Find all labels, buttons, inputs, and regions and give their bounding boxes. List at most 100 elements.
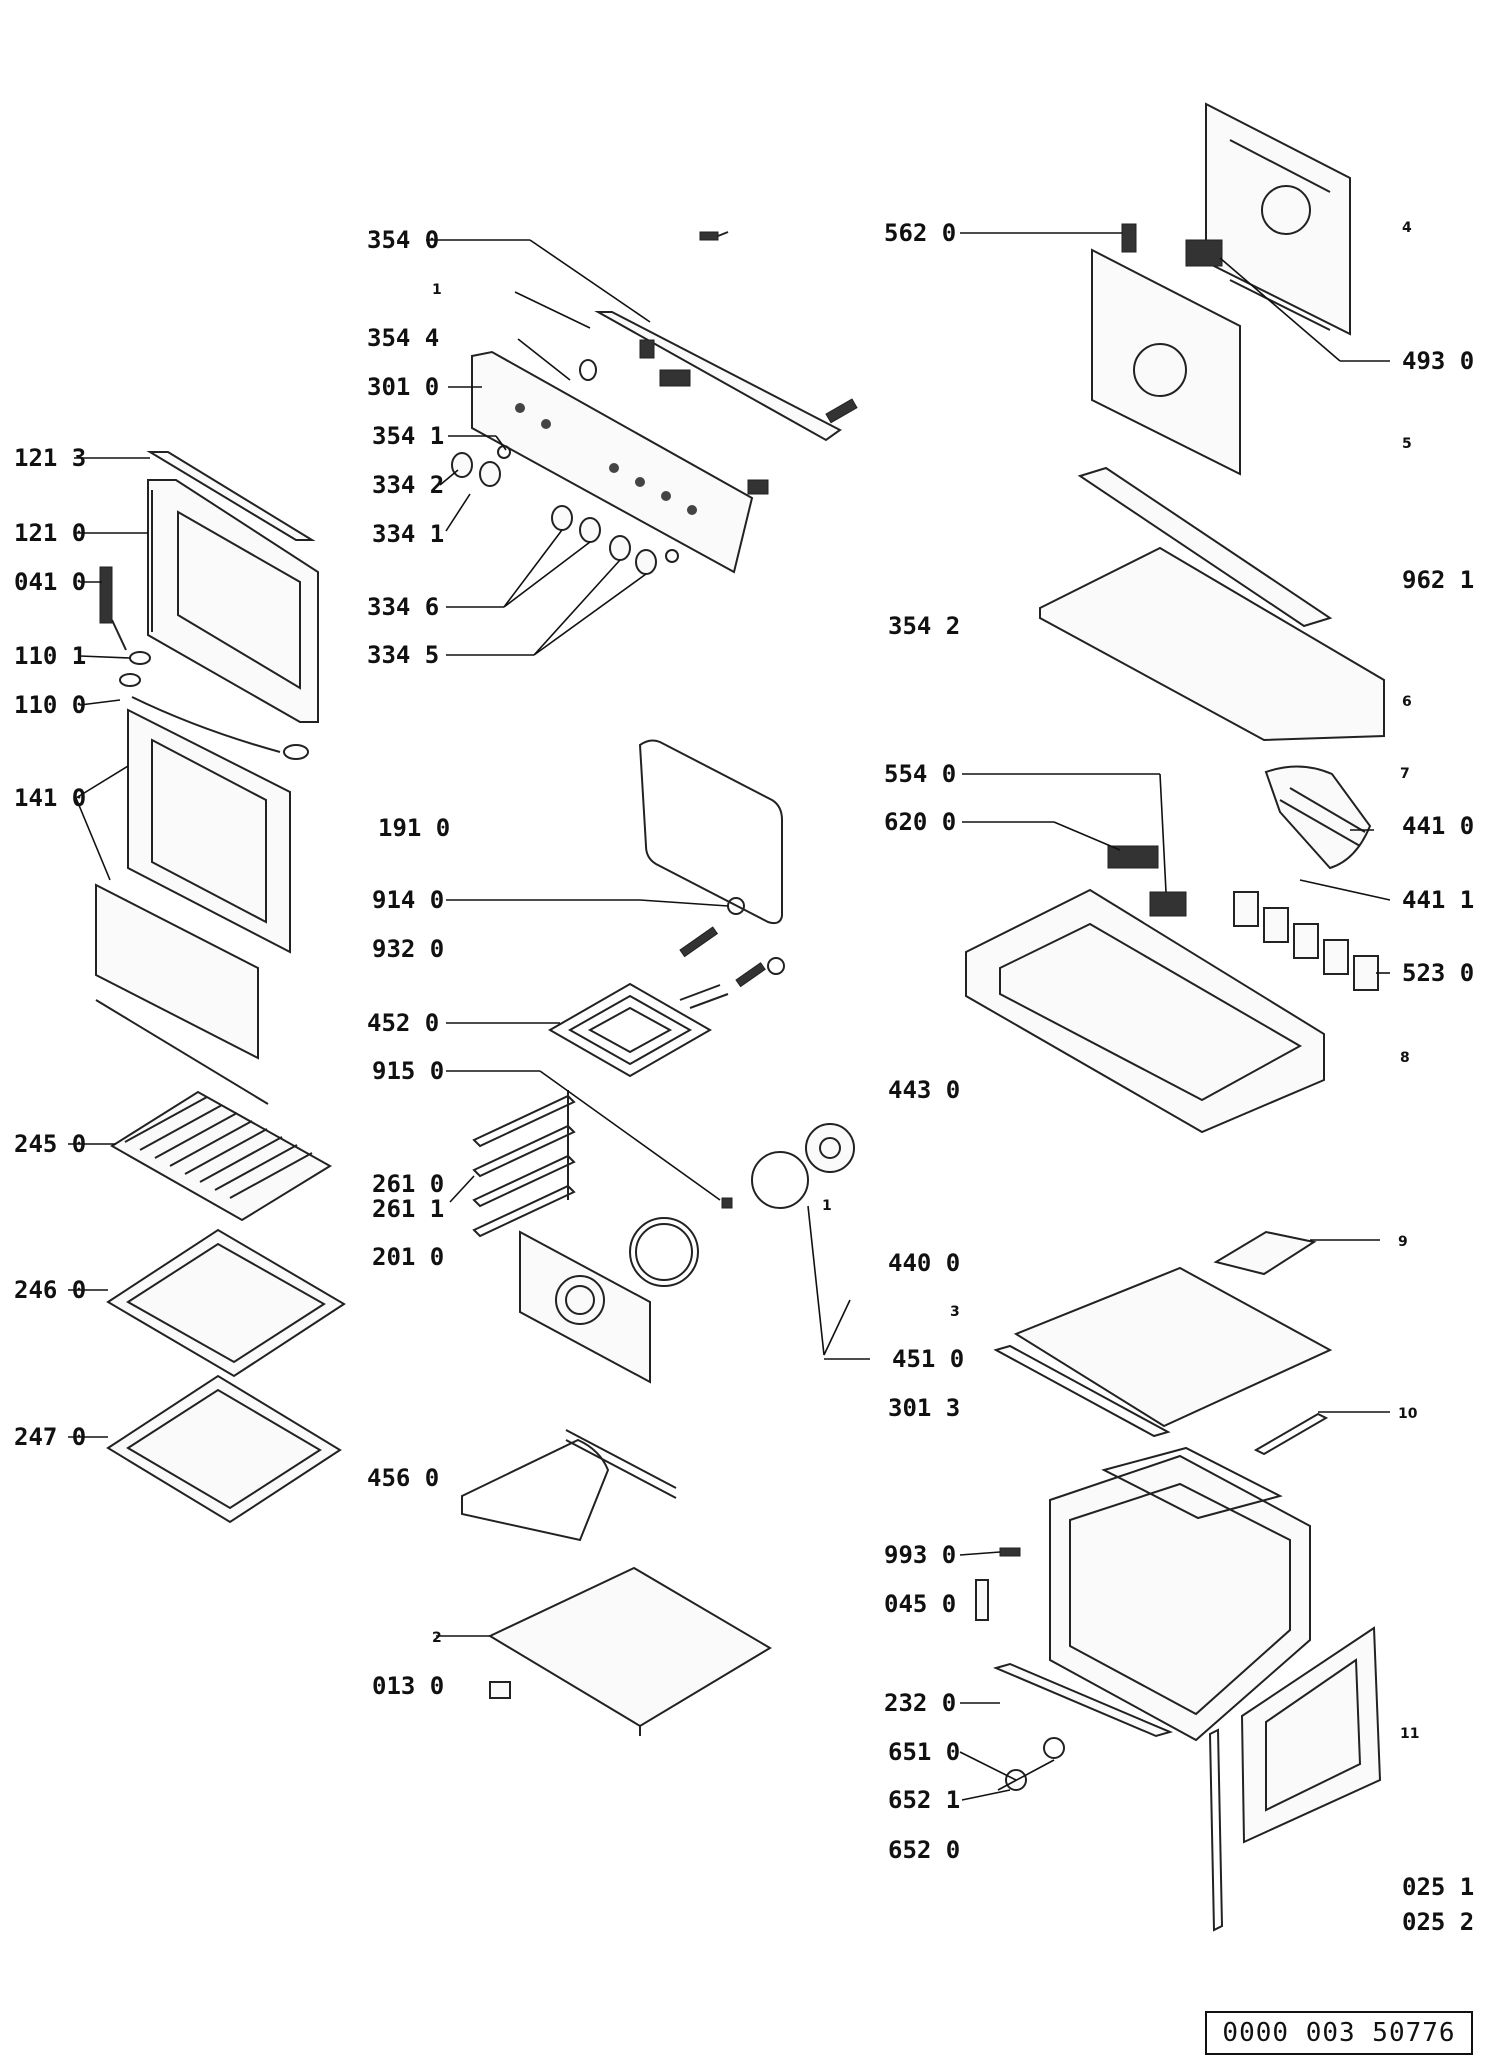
- side-rail-301: [993, 1344, 1171, 1438]
- door-top-trim: [146, 451, 316, 541]
- label-201-0: 201 0: [372, 1243, 444, 1271]
- label-3: 3: [950, 1304, 960, 1320]
- label-354-4: 354 4: [367, 324, 439, 352]
- label-041-0: 041 0: [14, 568, 86, 596]
- label-334-5: 334 5: [367, 641, 439, 669]
- door-seal-parts: [119, 651, 309, 760]
- label-261-1: 261 1: [372, 1195, 444, 1223]
- control-panel-bracket: [594, 231, 842, 442]
- top-cover-panel: [1039, 546, 1385, 742]
- label-247-0: 247 0: [14, 1423, 86, 1451]
- label-246-0: 246 0: [14, 1276, 86, 1304]
- label-110-0: 110 0: [14, 691, 86, 719]
- label-2: 2: [432, 1630, 442, 1646]
- control-tray-housing: [965, 888, 1325, 1134]
- bottom-rail: [993, 1662, 1173, 1738]
- convection-fan-motor: [721, 1123, 855, 1209]
- label-452-0: 452 0: [367, 1009, 439, 1037]
- door-inner-frame: [147, 479, 319, 723]
- label-620-0: 620 0: [884, 808, 956, 836]
- floor-heating-element: [461, 1429, 677, 1542]
- oven-side-runners: [472, 1090, 576, 1238]
- side-slide-rails: [1208, 1728, 1224, 1932]
- label-562-0: 562 0: [884, 219, 956, 247]
- door-switch: [975, 1547, 1021, 1621]
- label-354-1: 354 1: [372, 422, 444, 450]
- lamp-assembly: [1005, 1737, 1065, 1791]
- label-451-0: 451 0: [892, 1345, 964, 1373]
- label-013-0: 013 0: [372, 1672, 444, 1700]
- label-523-0: 523 0: [1402, 959, 1474, 987]
- label-652-0: 652 0: [888, 1836, 960, 1864]
- label-441-1: 441 1: [1402, 886, 1474, 914]
- label-915-0: 915 0: [372, 1057, 444, 1085]
- cooling-fan: [1264, 765, 1372, 870]
- label-456-0: 456 0: [367, 1464, 439, 1492]
- label-554-0: 554 0: [884, 760, 956, 788]
- wire-rack: [110, 1090, 332, 1222]
- label-441-0: 441 0: [1402, 812, 1474, 840]
- label-354-0: 354 0: [367, 226, 439, 254]
- label-651-0: 651 0: [888, 1738, 960, 1766]
- label-121-0: 121 0: [14, 519, 86, 547]
- terminal-block: [1107, 845, 1187, 917]
- rear-fan-cover: [519, 1230, 651, 1384]
- leveling-foot: [489, 1681, 511, 1699]
- top-panel-3: [1013, 1266, 1333, 1428]
- leader-lines: [68, 232, 1391, 1801]
- seal-strip: [1077, 466, 1333, 628]
- label-914-0: 914 0: [372, 886, 444, 914]
- electronic-board-parts: [1233, 891, 1379, 991]
- shallow-tray: [106, 1228, 346, 1378]
- strip-10: [1253, 1412, 1329, 1456]
- label-261-0: 261 0: [372, 1170, 444, 1198]
- label-334-1: 334 1: [372, 520, 444, 548]
- label-493-0: 493 0: [1402, 347, 1474, 375]
- door-glass-inner: [95, 883, 259, 1060]
- label-245-0: 245 0: [14, 1130, 86, 1158]
- label-652-1: 652 1: [888, 1786, 960, 1814]
- label-334-6: 334 6: [367, 593, 439, 621]
- bottom-plate: [487, 1566, 772, 1736]
- label-301-3: 301 3: [888, 1394, 960, 1422]
- label-121-3: 121 3: [14, 444, 86, 472]
- label-11: 11: [1400, 1726, 1419, 1742]
- label-1-top: 1: [432, 282, 442, 298]
- label-232-0: 232 0: [884, 1689, 956, 1717]
- label-440-0: 440 0: [888, 1249, 960, 1277]
- door-glass-outer: [127, 708, 291, 954]
- label-443-0: 443 0: [888, 1076, 960, 1104]
- label-993-0: 993 0: [884, 1541, 956, 1569]
- oven-cavity: [1049, 1446, 1311, 1742]
- label-334-2: 334 2: [372, 471, 444, 499]
- label-6: 6: [1402, 694, 1412, 710]
- label-1-fan: 1: [822, 1198, 832, 1214]
- label-045-0: 045 0: [884, 1590, 956, 1618]
- side-bracket-9: [1213, 1230, 1317, 1276]
- label-110-1: 110 1: [14, 642, 86, 670]
- label-9: 9: [1398, 1234, 1408, 1250]
- label-141-0: 141 0: [14, 784, 86, 812]
- label-025-1: 025 1: [1402, 1873, 1474, 1901]
- label-191-0: 191 0: [378, 814, 450, 842]
- side-frame-11: [1240, 1626, 1382, 1844]
- grill-heating-element: [547, 982, 729, 1078]
- label-354-2: 354 2: [888, 612, 960, 640]
- label-025-2: 025 2: [1402, 1908, 1474, 1936]
- label-10: 10: [1398, 1406, 1418, 1422]
- label-7: 7: [1400, 766, 1410, 782]
- rear-back-panel: [1205, 102, 1351, 336]
- label-4: 4: [1402, 220, 1412, 236]
- document-number-box: 0000 003 50776: [1205, 2011, 1473, 2055]
- door-hinge: [99, 566, 127, 651]
- label-5: 5: [1402, 436, 1412, 452]
- element-connectors: [679, 897, 785, 988]
- label-8: 8: [1400, 1050, 1410, 1066]
- label-962-1: 962 1: [1402, 566, 1474, 594]
- oven-door-gasket: [638, 739, 783, 925]
- circular-heating-element: [629, 1217, 699, 1287]
- label-301-0: 301 0: [367, 373, 439, 401]
- rear-connector: [1185, 239, 1223, 267]
- rear-outer-panel: [1091, 223, 1241, 476]
